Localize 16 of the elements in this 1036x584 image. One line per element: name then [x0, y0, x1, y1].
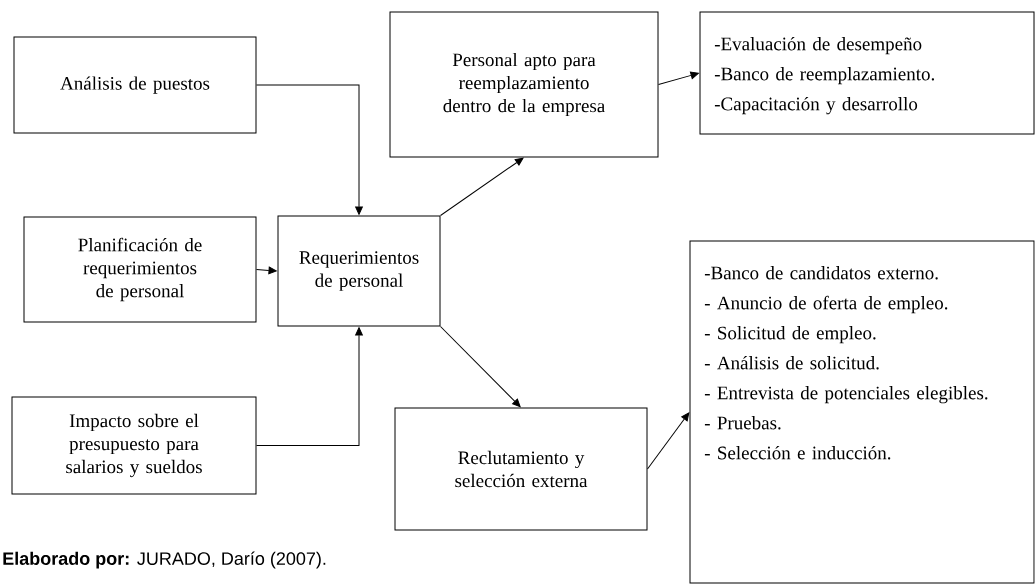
arrow	[440, 157, 524, 216]
arrow	[256, 327, 363, 446]
arrow	[256, 266, 277, 275]
process-box: Personal apto para reemplazamiento dentro de la empresa	[389, 11, 659, 158]
process-box: Requerimientos de personal	[277, 215, 441, 327]
list-box: -Evaluación de desempeño -Banco de reemplazamiento. -Capacitación y desarrollo	[699, 11, 1035, 135]
arrow	[658, 71, 699, 85]
list-box: -Banco de candidatos externo. - Anuncio de oferta de empleo. - Solicitud de empleo. - Análisis de solicitud. - Entrevista de potenciales elegibles. - Pruebas. - Selección e inducción.	[689, 240, 1035, 584]
caption: Elaborado por: JURADO, Darío (2007).	[3, 551, 326, 569]
process-box: Impacto sobre el presupuesto para salarios y sueldos	[11, 396, 257, 495]
process-box: Planificación de requerimientos de personal	[23, 216, 257, 323]
arrow	[440, 326, 521, 408]
process-box: Análisis de puestos	[13, 36, 257, 134]
process-box: Reclutamiento y selección externa	[394, 407, 648, 531]
arrow	[647, 412, 690, 470]
arrow	[256, 84, 363, 215]
